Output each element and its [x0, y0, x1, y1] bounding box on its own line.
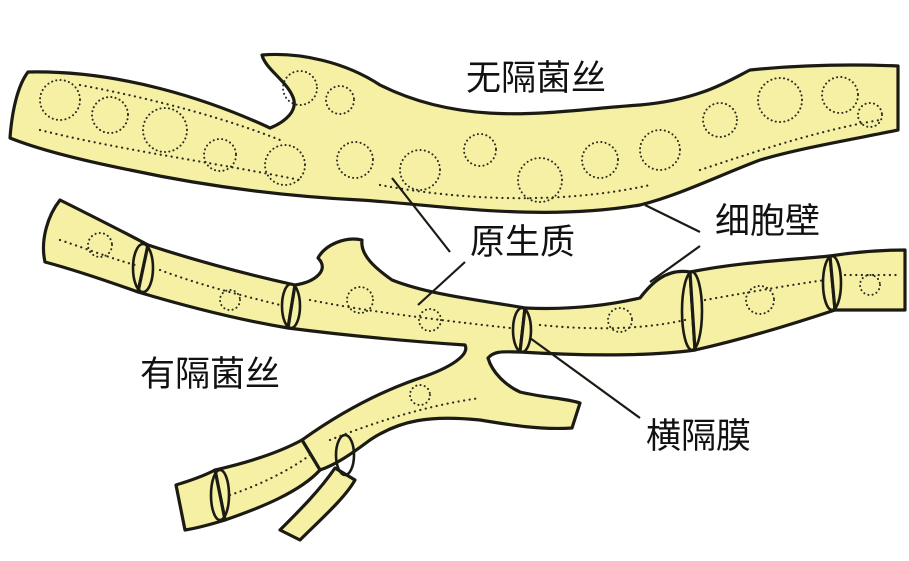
septate-hypha-segment-3 [520, 271, 695, 354]
label-septate-hyphae: 有隔菌丝 [140, 358, 280, 393]
aseptate-hypha [10, 54, 898, 212]
label-septum: 横隔膜 [646, 420, 751, 455]
septate-hypha-lower-branch-tip [176, 470, 225, 530]
label-protoplasm: 原生质 [470, 226, 575, 261]
leader-cell-wall-upper [645, 205, 700, 232]
septate-hypha-segment-1 [43, 200, 148, 292]
label-cell-wall: 细胞壁 [715, 205, 820, 240]
septate-hypha-segment-4 [690, 256, 835, 350]
septate-hypha-segment-2 [138, 245, 295, 328]
label-aseptate-hyphae: 无隔菌丝 [466, 62, 606, 97]
